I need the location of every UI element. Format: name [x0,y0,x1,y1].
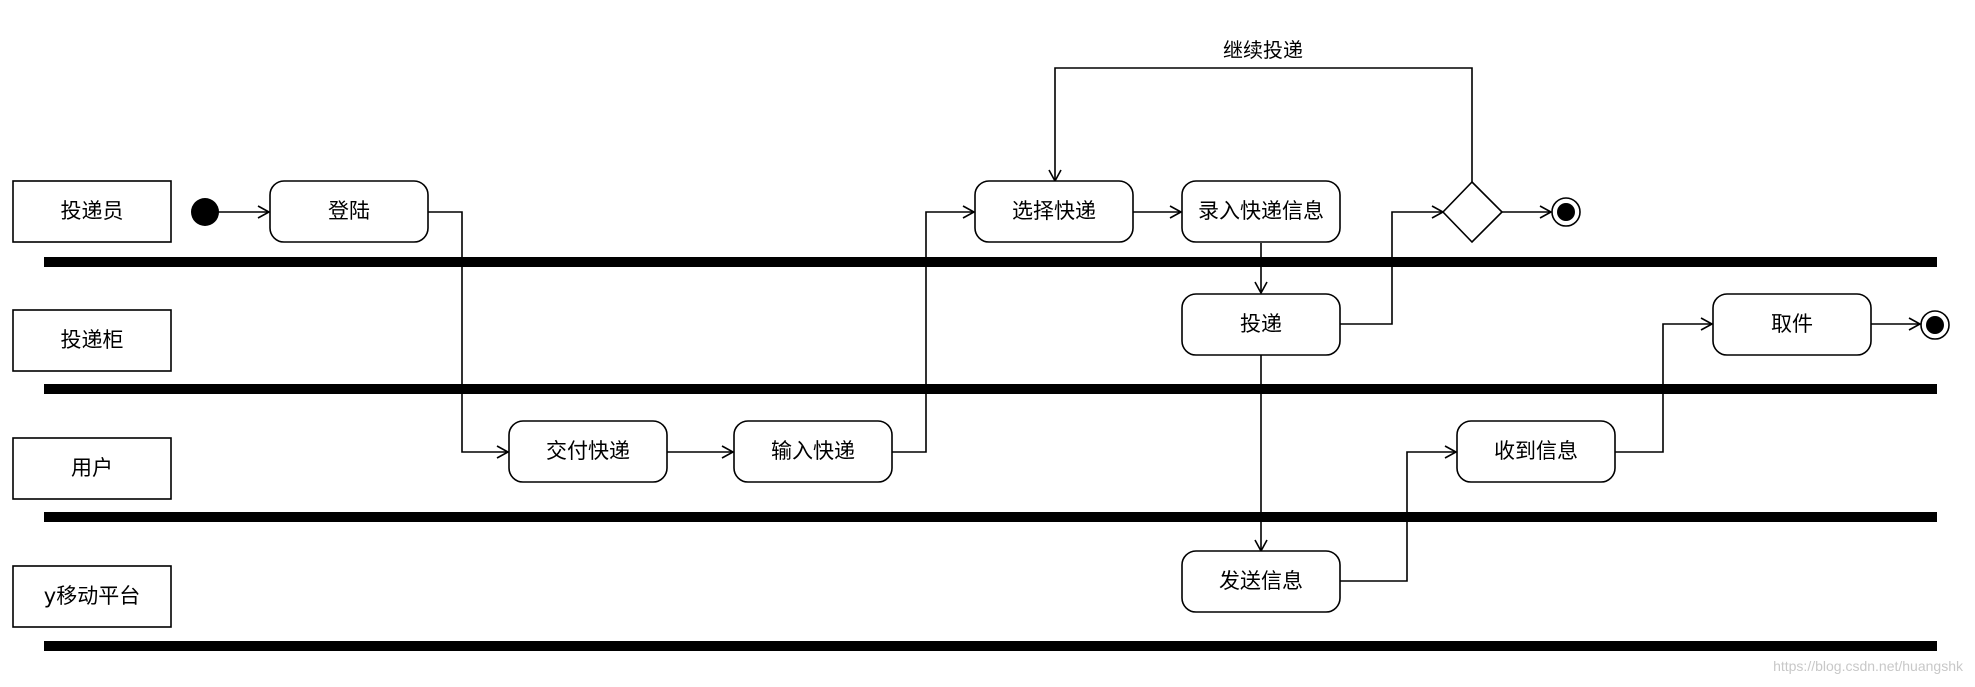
lane-label-platform-text: y移动平台 [44,584,140,608]
action-select-delivery: 选择快递 [974,180,1134,243]
lane-label-user: 用户 [12,437,172,500]
edge-continue-loop [1048,67,1473,183]
action-hand-over: 交付快递 [508,420,668,483]
decision-node [1441,180,1504,244]
action-receive-info: 收到信息 [1456,420,1616,483]
lane-label-locker: 投递柜 [12,309,172,372]
action-receive-info-label: 收到信息 [1494,439,1578,463]
action-send-info-label: 发送信息 [1219,569,1303,593]
action-enter-info: 录入快递信息 [1181,180,1341,243]
action-input-delivery: 输入快递 [733,420,893,483]
action-send-info: 发送信息 [1181,550,1341,613]
edge-login-handover [428,211,510,459]
lane-label-courier: 投递员 [12,180,172,243]
edge-deliver-decision [1340,205,1445,325]
lane-label-courier-text: 投递员 [61,199,124,223]
action-deliver: 投递 [1181,293,1341,356]
lane-label-user-text: 用户 [71,456,113,480]
edge-sendinfo-receiveinfo [1340,445,1458,582]
action-login: 登陆 [269,180,429,243]
action-login-label: 登陆 [328,199,370,223]
start-node [191,198,219,226]
lane-label-locker-text: 投递柜 [61,328,124,352]
action-enter-info-label: 录入快递信息 [1198,199,1324,223]
action-input-delivery-label: 输入快递 [771,439,855,463]
edge-label-continue: 继续投递 [1223,38,1303,62]
action-pickup-label: 取件 [1771,312,1813,336]
end-node-right [1920,310,1950,340]
watermark-text: https://blog.csdn.net/huangshk [1773,658,1964,674]
edge-input-select [892,205,976,453]
end-node-top [1551,197,1581,227]
lane-label-platform: y移动平台 [12,565,172,628]
action-pickup: 取件 [1712,293,1872,356]
action-select-delivery-label: 选择快递 [1012,199,1096,223]
edges [218,67,1922,582]
action-hand-over-label: 交付快递 [546,439,630,463]
action-deliver-label: 投递 [1240,312,1282,336]
edge-receiveinfo-pickup [1614,317,1714,453]
